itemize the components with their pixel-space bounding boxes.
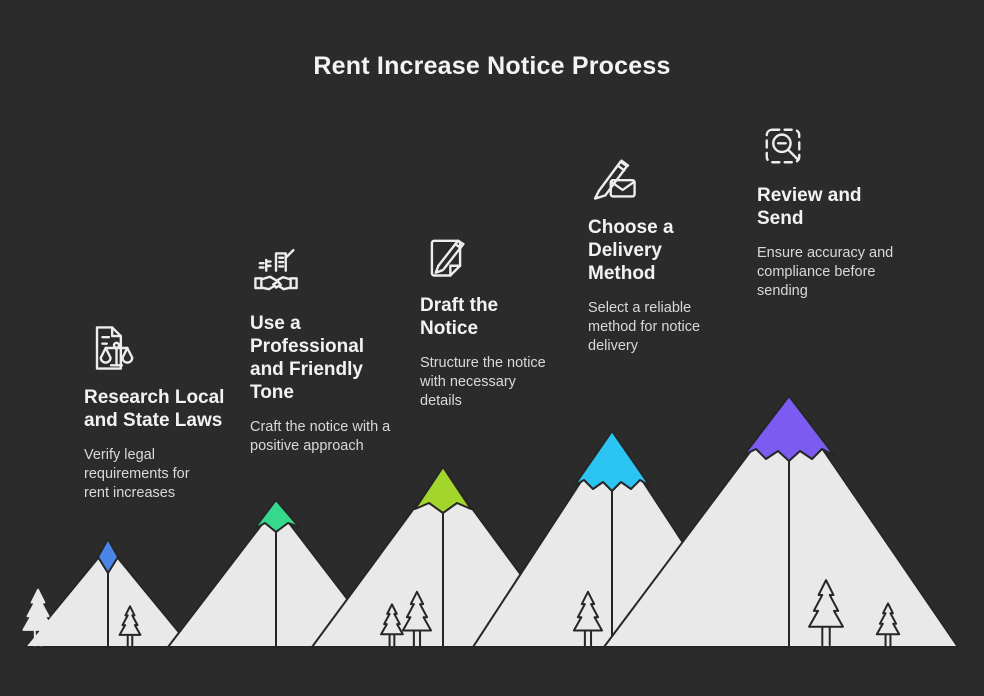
step-title: Choose a Delivery Method bbox=[588, 217, 674, 284]
step-description: Craft the notice with a positive approac… bbox=[250, 419, 391, 454]
legal-document-scales-icon bbox=[84, 322, 136, 374]
step-description: Select a reliable method for notice deli… bbox=[588, 300, 701, 354]
pine-tree bbox=[120, 606, 141, 647]
mountain-1-peak bbox=[97, 538, 119, 574]
step-description: Structure the notice with necessary deta… bbox=[420, 355, 546, 409]
page-title: Rent Increase Notice Process bbox=[313, 52, 671, 80]
mountain-5-peak bbox=[743, 395, 835, 462]
pine-trees bbox=[23, 580, 899, 647]
pine-tree bbox=[877, 603, 899, 647]
pine-tree-solid bbox=[23, 590, 52, 647]
mountain-4-peak bbox=[573, 430, 651, 492]
mountain-2-peak bbox=[253, 499, 300, 533]
pine-tree bbox=[381, 604, 403, 647]
step-2: Use a Professional and Friendly Tone Cra… bbox=[250, 248, 410, 456]
pencil-envelope-icon bbox=[588, 152, 640, 204]
mountain-1 bbox=[24, 538, 192, 648]
step-1: Research Local and State Laws Verify leg… bbox=[84, 322, 254, 503]
pine-tree bbox=[403, 592, 431, 647]
pine-tree bbox=[574, 592, 602, 647]
step-description: Ensure accuracy and compliance before se… bbox=[757, 245, 894, 299]
mountain-5 bbox=[603, 395, 959, 648]
pine-tree bbox=[809, 580, 843, 646]
magnifier-review-icon bbox=[757, 120, 809, 172]
mountain-2 bbox=[167, 499, 385, 648]
step-title: Research Local and State Laws bbox=[84, 387, 225, 431]
draft-note-pencil-icon bbox=[420, 230, 472, 282]
step-title: Draft the Notice bbox=[420, 295, 499, 339]
step-title: Review and Send bbox=[757, 185, 862, 229]
step-description: Verify legal requirements for rent incre… bbox=[84, 447, 190, 501]
step-4: Choose a Delivery Method Select a reliab… bbox=[588, 152, 733, 356]
mountain-3-peak bbox=[414, 466, 472, 514]
step-title: Use a Professional and Friendly Tone bbox=[250, 313, 365, 403]
handshake-building-icon bbox=[250, 248, 302, 300]
step-5: Review and Send Ensure accuracy and comp… bbox=[757, 120, 917, 301]
step-3: Draft the Notice Structure the notice wi… bbox=[420, 230, 565, 411]
